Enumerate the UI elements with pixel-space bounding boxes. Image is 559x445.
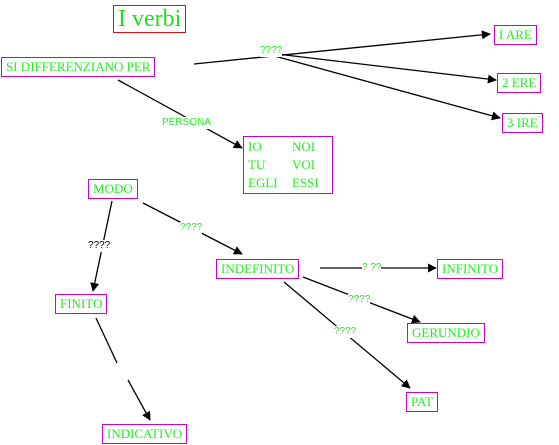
arrow-si-to-i-are <box>193 30 491 65</box>
diagram-title: I verbi <box>113 5 187 33</box>
edge-label-persona: PERSONA <box>162 117 211 129</box>
pronoun-tu: TU <box>248 157 266 172</box>
node-i-are: I ARE <box>494 25 537 45</box>
pronoun-essi: ESSI <box>292 175 319 190</box>
arrow-finito-to-indicativo-end <box>127 379 151 421</box>
edge-label-si-to-coniugazioni: ???? <box>260 45 283 57</box>
arrow-si-to-2-ere <box>259 51 497 84</box>
node-2-ere: 2 ERE <box>497 73 542 93</box>
pronoun-io: IO <box>248 139 262 154</box>
node-persona-table: IO NOI TU VOI EGLI ESSI <box>243 136 333 194</box>
arrow-si-to-persona <box>117 79 243 149</box>
node-modo: MODO <box>88 179 138 199</box>
node-pat: PAT <box>406 392 438 412</box>
arrow-finito-to-indicativo-start <box>95 317 118 364</box>
node-si-differenziano-per: SI DIFFERENZIANO PER <box>1 57 156 77</box>
node-indefinito: INDEFINITO <box>216 259 300 279</box>
node-gerundio: GERUNDIO <box>407 323 485 343</box>
node-infinito: INFINITO <box>437 259 504 279</box>
pronoun-voi: VOI <box>292 157 316 172</box>
edge-label-indefinito-to-gerundio: ???? <box>348 294 371 306</box>
edge-label-indefinito-to-infinito: ? ?? <box>362 262 382 274</box>
node-indicativo: INDICATIVO <box>102 424 188 444</box>
pronoun-noi: NOI <box>292 139 316 154</box>
node-3-ire: 3 IRE <box>502 113 543 133</box>
edge-label-modo-to-finito: ???? <box>88 240 111 252</box>
node-finito: FINITO <box>55 294 108 314</box>
edge-label-modo-to-indefinito: ???? <box>180 222 203 234</box>
pronoun-egli: EGLI <box>248 175 278 190</box>
arrow-si-to-3-ire <box>259 51 501 121</box>
edge-label-indefinito-to-pat: ???? <box>334 326 357 338</box>
